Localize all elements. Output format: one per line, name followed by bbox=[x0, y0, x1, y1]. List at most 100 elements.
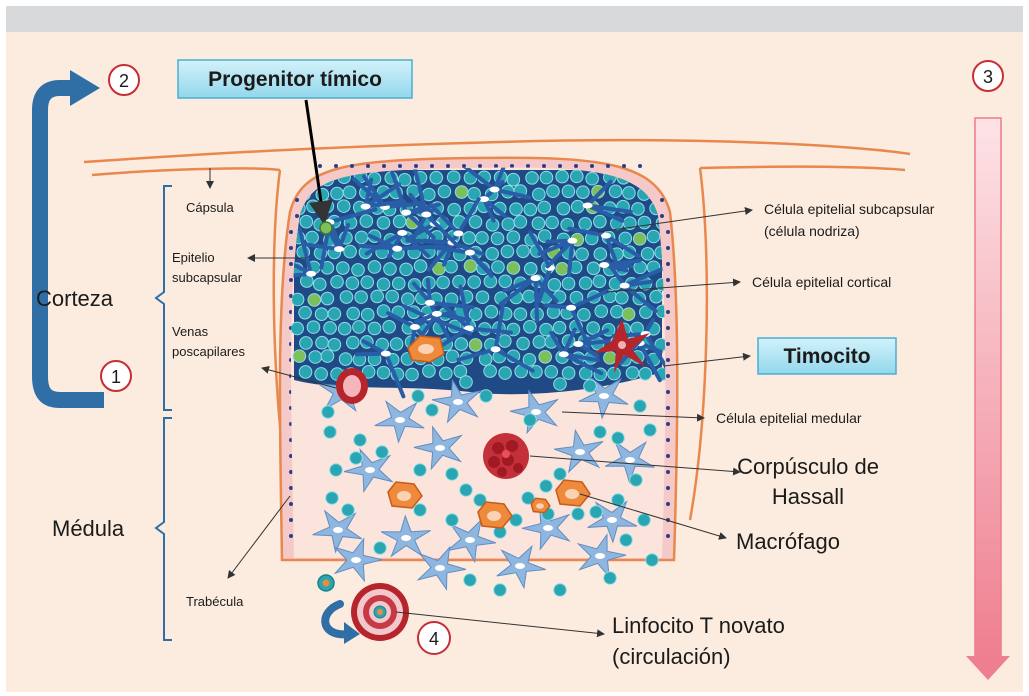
thymocyte bbox=[494, 584, 507, 597]
epithelial-nucleus bbox=[425, 300, 435, 306]
thymocyte bbox=[562, 367, 575, 380]
linfocito-label-line2: (circulación) bbox=[612, 644, 731, 669]
thymocyte bbox=[430, 171, 443, 184]
thymocyte bbox=[300, 215, 313, 228]
thymocyte bbox=[340, 291, 353, 304]
thymocyte bbox=[324, 426, 337, 439]
band-dot bbox=[558, 164, 562, 168]
step-4: 4 bbox=[418, 622, 450, 654]
thymocyte bbox=[492, 261, 505, 274]
thymocyte bbox=[562, 277, 575, 290]
thymocyte bbox=[347, 307, 360, 320]
svg-text:1: 1 bbox=[111, 367, 121, 387]
thymocyte bbox=[562, 185, 575, 198]
macrophage-nucleus bbox=[487, 511, 501, 521]
thymocyte bbox=[299, 306, 312, 319]
band-dot bbox=[666, 326, 670, 330]
step-3: 3 bbox=[973, 61, 1003, 91]
thymocyte bbox=[390, 338, 403, 351]
progenitor-label: Progenitor tímico bbox=[208, 68, 382, 91]
thymocyte bbox=[307, 321, 320, 334]
thymocyte bbox=[464, 574, 477, 587]
band-dot bbox=[446, 164, 450, 168]
band-dot bbox=[289, 502, 293, 506]
medullary-nucleus bbox=[625, 457, 635, 463]
thymocyte bbox=[641, 247, 654, 260]
thymocyte bbox=[548, 279, 561, 292]
thymocyte bbox=[502, 218, 515, 231]
epithelial-nucleus bbox=[410, 324, 420, 330]
thymocyte bbox=[291, 322, 304, 335]
thymocyte bbox=[361, 308, 374, 321]
thymocyte bbox=[620, 534, 633, 547]
medullary-nucleus bbox=[365, 467, 375, 473]
epithelial-nucleus bbox=[392, 246, 402, 252]
band-dot bbox=[666, 534, 670, 538]
thymocyte bbox=[331, 187, 344, 200]
thymocyte bbox=[328, 308, 341, 321]
thymocyte bbox=[361, 276, 374, 289]
thymocyte bbox=[371, 290, 384, 303]
thymocyte bbox=[609, 185, 622, 198]
band-dot bbox=[606, 164, 610, 168]
thymocyte bbox=[604, 572, 617, 585]
thymocyte bbox=[383, 321, 396, 334]
thymocyte bbox=[374, 542, 387, 555]
thymocyte bbox=[538, 201, 551, 214]
venas-label-line2: poscapilares bbox=[172, 344, 245, 359]
thymocyte bbox=[377, 278, 390, 291]
epithelial-nucleus bbox=[465, 250, 475, 256]
thymocyte bbox=[626, 367, 639, 380]
band-dot bbox=[574, 164, 578, 168]
medullary-nucleus bbox=[543, 525, 553, 531]
band-dot bbox=[289, 518, 293, 522]
thymocyte bbox=[291, 293, 304, 306]
thymocyte bbox=[572, 508, 585, 521]
thymocyte bbox=[326, 492, 339, 505]
thymocyte bbox=[632, 203, 645, 216]
thymocyte bbox=[556, 170, 569, 183]
band-dot bbox=[666, 278, 670, 282]
thymocyte bbox=[324, 322, 337, 335]
thymocyte bbox=[594, 426, 607, 439]
thymocyte bbox=[533, 188, 546, 201]
thymocyte bbox=[316, 336, 329, 349]
band-dot bbox=[295, 198, 299, 202]
band-dot bbox=[289, 246, 293, 250]
green-thymocyte bbox=[556, 263, 569, 276]
band-dot bbox=[334, 164, 338, 168]
thymocyte bbox=[646, 554, 659, 567]
medullary-nucleus bbox=[595, 553, 605, 559]
circulating-lymphocyte bbox=[318, 575, 334, 591]
thymocyte bbox=[647, 230, 660, 243]
thymocyte bbox=[338, 322, 351, 335]
band-dot bbox=[666, 246, 670, 250]
epitelio-label-line2: subcapsular bbox=[172, 270, 243, 285]
linfocito-label-line1: Linfocito T novato bbox=[612, 613, 785, 638]
thymocyte bbox=[498, 335, 511, 348]
thymocyte bbox=[469, 308, 482, 321]
thymocyte bbox=[547, 185, 560, 198]
medullary-nucleus bbox=[401, 535, 411, 541]
thymocyte bbox=[480, 390, 493, 403]
thymocyte bbox=[587, 262, 600, 275]
thymocyte bbox=[446, 468, 459, 481]
thymocyte bbox=[306, 231, 319, 244]
band-dot bbox=[666, 294, 670, 298]
band-dot bbox=[295, 214, 299, 218]
svg-text:2: 2 bbox=[119, 71, 129, 91]
thymocyte bbox=[344, 245, 357, 258]
thymocyte bbox=[634, 400, 647, 413]
step-1: 1 bbox=[101, 361, 131, 391]
medullary-nucleus bbox=[599, 393, 609, 399]
thymocyte bbox=[486, 247, 499, 260]
medullary-nucleus bbox=[575, 449, 585, 455]
thymocyte bbox=[540, 171, 553, 184]
thymocyte bbox=[517, 245, 530, 258]
thymocyte bbox=[307, 200, 320, 213]
thymocyte bbox=[402, 293, 415, 306]
thymocyte bbox=[594, 248, 607, 261]
medullary-nucleus bbox=[465, 537, 475, 543]
thymocyte bbox=[510, 203, 523, 216]
thymocyte bbox=[355, 291, 368, 304]
